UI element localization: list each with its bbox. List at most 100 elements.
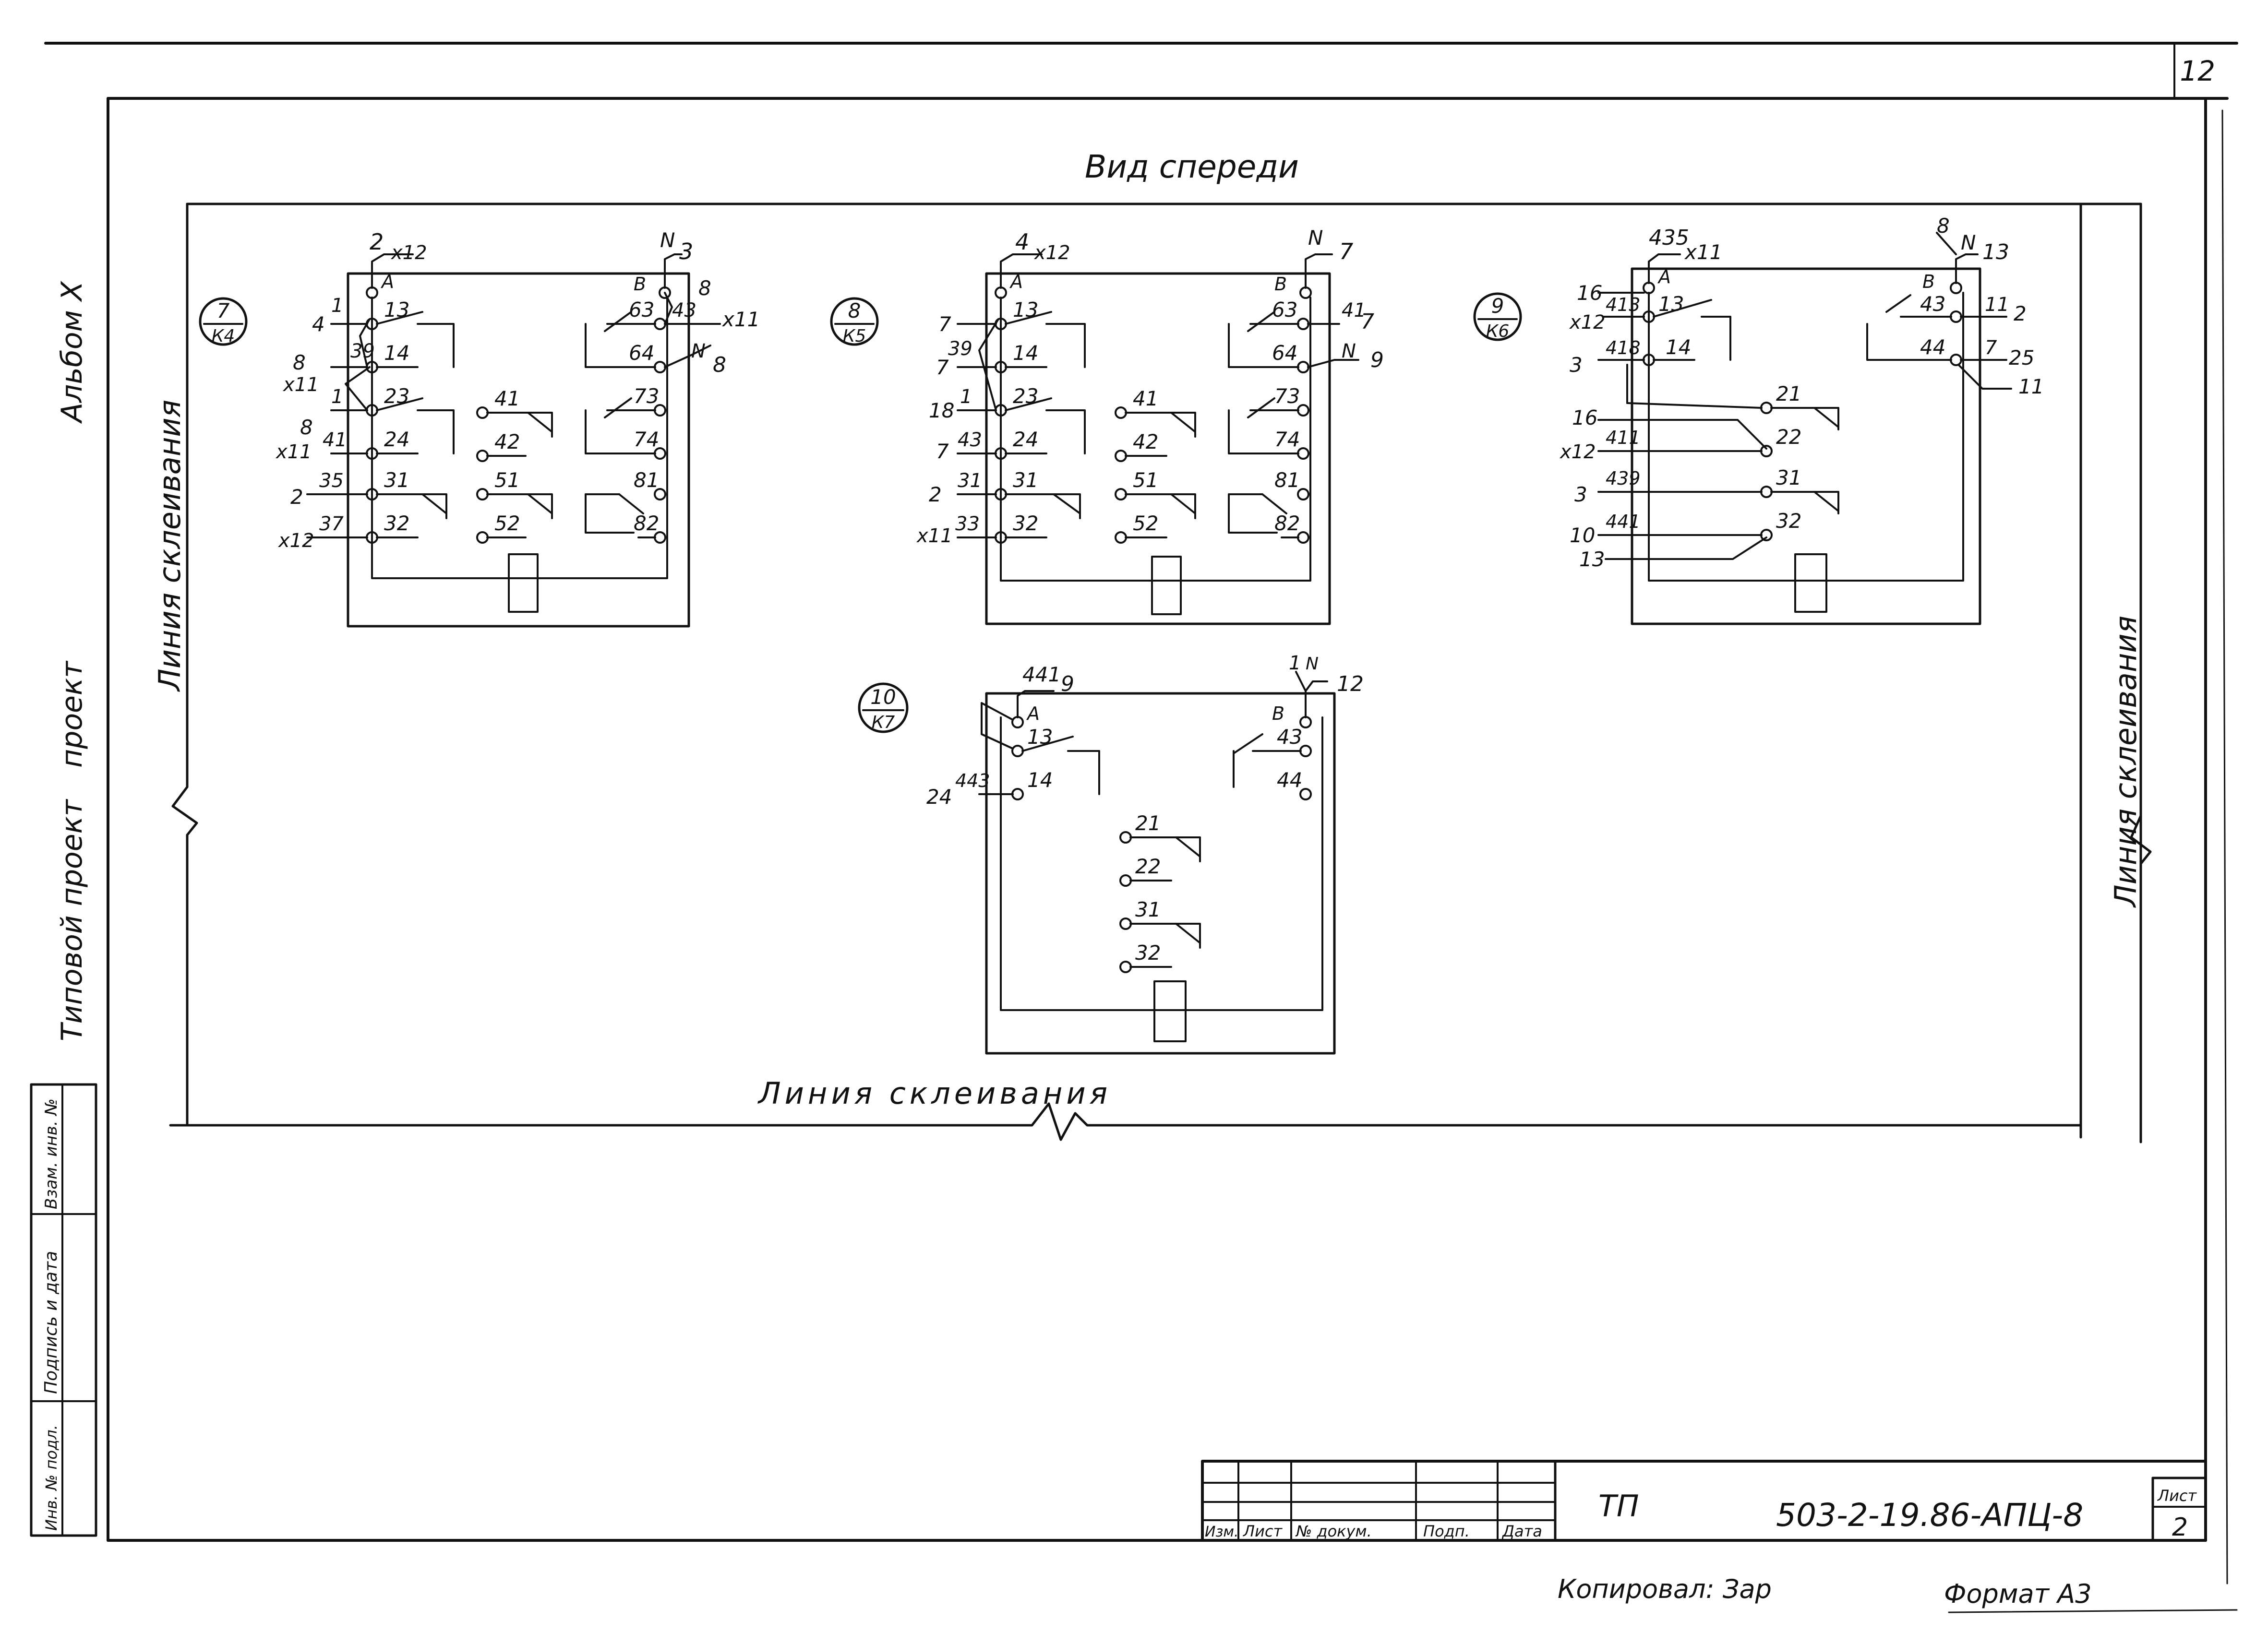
svg-text:31: 31	[1135, 898, 1161, 921]
svg-text:N: N	[691, 340, 706, 362]
svg-text:82: 82	[634, 512, 659, 535]
svg-text:23: 23	[1013, 384, 1038, 408]
svg-text:В: В	[1922, 271, 1935, 292]
svg-text:12: 12	[1337, 672, 1364, 696]
svg-text:N: N	[1306, 654, 1319, 674]
page-number: 12	[2180, 55, 2215, 87]
device-d8: 8 К5 4 х12 А N 7 В 13 14 23 24 31 32	[830, 226, 1384, 625]
svg-text:1: 1	[331, 295, 343, 317]
device-tag-ref: К7	[872, 713, 895, 732]
svg-text:13: 13	[1982, 240, 2009, 264]
project-label-top: проект	[55, 660, 89, 768]
svg-text:х11: х11	[282, 374, 319, 396]
device-tag-ref: К6	[1486, 322, 1509, 341]
tb-header-podp: Подп.	[1423, 1522, 1470, 1540]
svg-text:18: 18	[929, 399, 954, 422]
svg-text:8: 8	[1937, 214, 1950, 238]
svg-text:14: 14	[1666, 335, 1691, 359]
svg-text:42: 42	[494, 430, 520, 453]
device-d10: 10 К7 441 9 А 1 N 12 В 13 14 443 24 21 2…	[858, 652, 1364, 1055]
svg-text:51: 51	[1133, 468, 1158, 492]
footer-format: Формат А3	[1944, 1579, 2092, 1609]
svg-text:А: А	[380, 271, 394, 292]
svg-text:4: 4	[312, 312, 325, 336]
svg-text:39: 39	[350, 340, 375, 362]
svg-text:2: 2	[370, 229, 384, 255]
svg-text:21: 21	[1776, 382, 1801, 405]
svg-text:7: 7	[936, 440, 949, 463]
svg-text:В: В	[1272, 703, 1284, 724]
device-tag-ref: К4	[212, 326, 235, 346]
svg-text:8: 8	[713, 353, 726, 377]
svg-text:х12: х12	[1569, 311, 1606, 334]
svg-text:413: 413	[1606, 294, 1641, 315]
svg-text:63: 63	[1272, 298, 1297, 322]
svg-text:8: 8	[698, 276, 711, 300]
glue-region	[169, 203, 2152, 1144]
stamp-inv-podl: Инв. № подл.	[42, 1425, 60, 1531]
svg-text:7: 7	[1985, 337, 1997, 359]
svg-text:N: N	[660, 228, 675, 252]
svg-text:3: 3	[679, 238, 693, 264]
svg-text:1: 1	[1289, 652, 1301, 674]
svg-text:41: 41	[1133, 387, 1158, 410]
svg-text:8: 8	[300, 416, 313, 439]
svg-text:13: 13	[1658, 292, 1684, 316]
svg-text:22: 22	[1135, 855, 1161, 878]
svg-text:24: 24	[384, 428, 409, 451]
album-label: Альбом X	[55, 280, 89, 424]
device-tag-number: 8	[848, 299, 861, 322]
svg-text:14: 14	[1027, 768, 1053, 792]
svg-text:32: 32	[1135, 941, 1161, 965]
svg-text:N: N	[1961, 231, 1976, 254]
svg-text:32: 32	[384, 512, 409, 535]
svg-text:9: 9	[1061, 672, 1074, 696]
svg-text:31: 31	[1013, 468, 1038, 492]
device-tag-number: 10	[870, 685, 896, 709]
svg-text:N: N	[1308, 226, 1323, 250]
svg-text:31: 31	[958, 470, 982, 492]
svg-text:х11: х11	[275, 441, 312, 463]
device-d7: 7 К4 2 х12 А N 3 В 13 14 23 24	[199, 228, 760, 628]
svg-text:13: 13	[1013, 298, 1038, 322]
left-margin: Альбом X проект Типовой проект	[55, 280, 89, 1041]
glue-line-label-bottom: Линия склеивания	[757, 1076, 1111, 1111]
svg-text:7: 7	[1339, 238, 1353, 264]
svg-text:25: 25	[2009, 346, 2034, 369]
device-tag-number: 7	[217, 299, 230, 322]
svg-text:2: 2	[2014, 302, 2027, 325]
svg-text:х11: х11	[1684, 240, 1722, 264]
svg-text:51: 51	[494, 468, 520, 492]
svg-text:74: 74	[634, 428, 659, 451]
view-title: Вид спереди	[1085, 148, 1299, 185]
svg-text:82: 82	[1274, 512, 1300, 535]
svg-text:2: 2	[290, 485, 303, 509]
svg-text:74: 74	[1274, 428, 1300, 451]
stamp-podpis-data: Подпись и дата	[41, 1251, 61, 1394]
project-label-bottom: Типовой проект	[55, 798, 89, 1041]
svg-text:43: 43	[1920, 292, 1945, 316]
svg-text:35: 35	[319, 470, 344, 492]
footer-copied-by: Копировал: Зар	[1558, 1574, 1772, 1604]
svg-text:х12: х12	[277, 530, 314, 552]
tb-sheet-label: Лист	[2157, 1487, 2197, 1505]
svg-text:х12: х12	[1033, 242, 1070, 264]
tb-header-list: Лист	[1243, 1522, 1283, 1540]
svg-text:2: 2	[929, 483, 942, 506]
glue-line-label-right: Линия склеивания	[2108, 616, 2143, 908]
svg-text:31: 31	[1776, 466, 1801, 489]
device-d9: 9 К6 435 х11 А 8 N 13 В 13 14 16 413 х12…	[1473, 214, 2044, 625]
svg-text:435: 435	[1649, 226, 1689, 250]
svg-text:41: 41	[323, 429, 347, 451]
title-block	[1201, 1460, 2207, 1542]
svg-text:7: 7	[1361, 310, 1374, 334]
svg-text:21: 21	[1135, 811, 1161, 835]
svg-text:52: 52	[1133, 512, 1158, 535]
svg-text:24: 24	[1013, 428, 1038, 451]
svg-text:23: 23	[384, 384, 409, 408]
tb-series: ТП	[1598, 1489, 1639, 1524]
svg-text:х11: х11	[916, 525, 953, 547]
svg-text:441: 441	[1606, 511, 1641, 532]
svg-text:439: 439	[1606, 468, 1641, 489]
svg-text:64: 64	[1272, 341, 1297, 365]
